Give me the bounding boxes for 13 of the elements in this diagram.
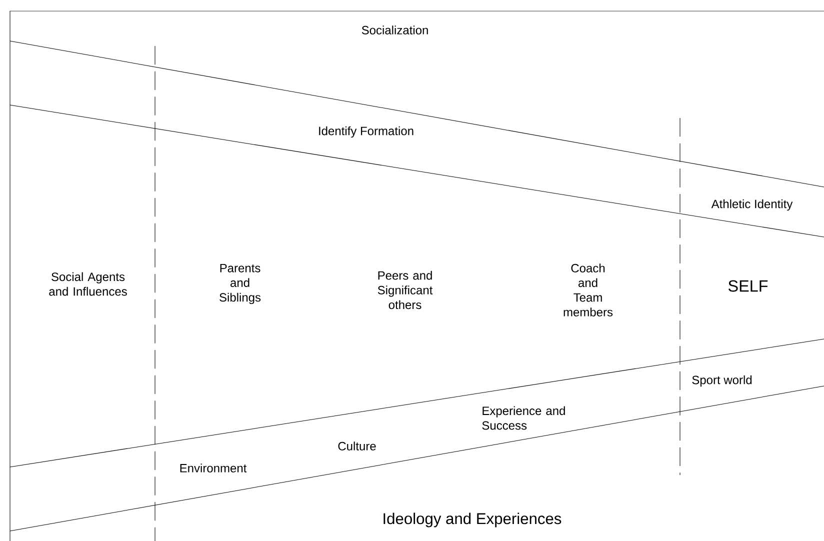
label-text: Identify Formation bbox=[319, 126, 414, 138]
label-text: Ideology and Experiences bbox=[384, 512, 562, 528]
label-text: Experience and Success bbox=[482, 406, 565, 430]
label-text: Coach and Team members bbox=[564, 264, 613, 316]
label-text: Parents and Siblings bbox=[220, 264, 261, 304]
label-text: Sport world bbox=[692, 375, 752, 387]
label-text: Social Agents and Influences bbox=[49, 272, 127, 296]
label-text: Socialization bbox=[362, 26, 428, 34]
label-text: Peers and Significant others bbox=[378, 270, 433, 310]
label-text: Culture bbox=[338, 442, 376, 450]
label-text: SELF bbox=[728, 280, 768, 292]
label-text: Athletic Identity bbox=[711, 199, 793, 211]
label-text: Environment bbox=[180, 464, 247, 472]
